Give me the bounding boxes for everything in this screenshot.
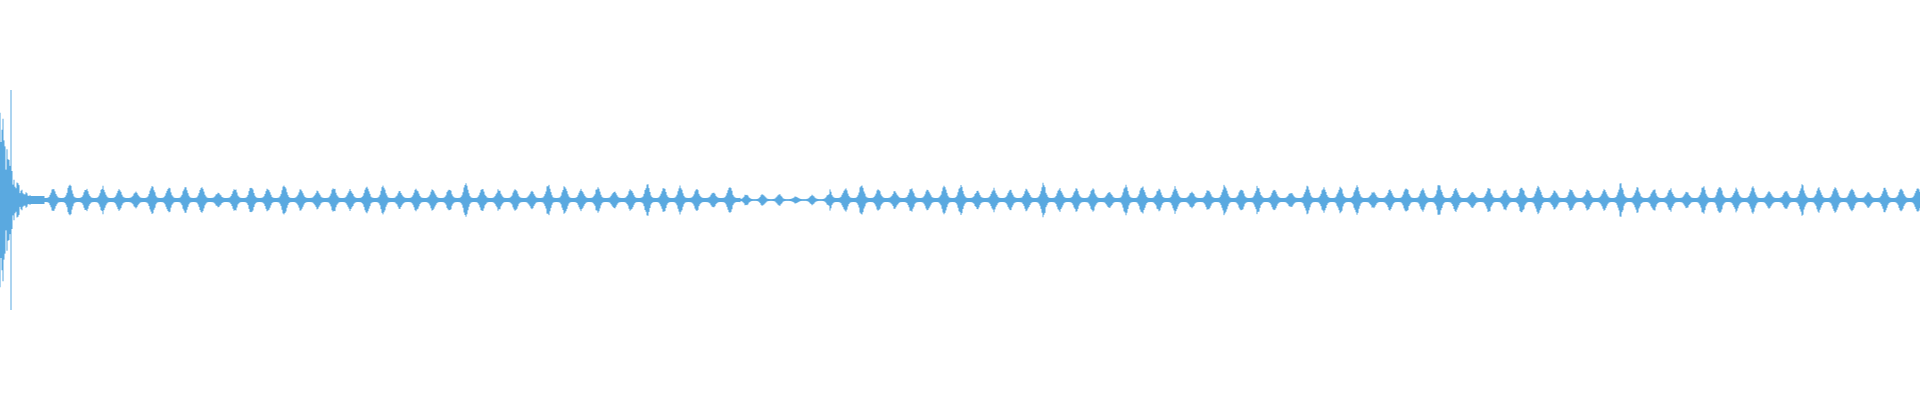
waveform-peaks <box>0 90 1920 310</box>
